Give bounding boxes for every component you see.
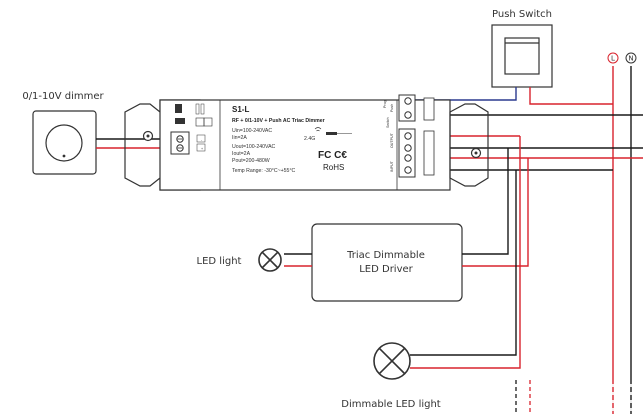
push-switch: Push Switch bbox=[491, 9, 553, 88]
bus-wires bbox=[612, 66, 632, 414]
rf-label: 2.4G bbox=[304, 136, 315, 142]
spec-uin: Uin=100-240VAC bbox=[232, 128, 272, 134]
spec-pout: Pout=200-480W bbox=[232, 158, 270, 164]
prog-label: Prog. bbox=[383, 99, 387, 108]
spec-temp: Temp Range: -30°C~+55°C bbox=[232, 168, 296, 174]
driver-label-line2: LED Driver bbox=[359, 264, 413, 275]
driver-wires bbox=[284, 148, 529, 267]
dimmable-led-wires bbox=[410, 136, 521, 369]
rohs-mark: RoHS bbox=[323, 163, 344, 172]
driver-label-line1: Triac Dimmable bbox=[346, 250, 425, 261]
spec-uout: Uout=100-240VAC bbox=[232, 144, 276, 150]
switch-label: Switch bbox=[386, 117, 390, 128]
neutral-marker: N bbox=[625, 52, 637, 64]
dimmer-0-10v: 0/1-10V dimmer bbox=[22, 91, 105, 175]
terminal-in-minus: - bbox=[201, 138, 203, 142]
triac-led-driver: Triac Dimmable LED Driver bbox=[311, 223, 463, 302]
led-light: LED light bbox=[197, 248, 282, 272]
terminal-in-plus: + bbox=[201, 147, 203, 151]
spec-iin: Iin=2A bbox=[232, 135, 247, 141]
live-marker: L bbox=[607, 52, 619, 64]
neutral-label: N bbox=[628, 55, 633, 63]
wifi-icon bbox=[314, 127, 322, 132]
dimmable-led-label: Dimmable LED light bbox=[341, 399, 441, 410]
spec-iout: Iout=2A bbox=[232, 151, 251, 157]
push-terminal-label: Push bbox=[390, 104, 394, 112]
dashed-continuations bbox=[515, 380, 632, 414]
dimmable-led-light: Dimmable LED light bbox=[341, 342, 441, 410]
output-label: OUTPUT bbox=[390, 132, 394, 148]
led-light-label: LED light bbox=[197, 256, 242, 267]
live-label: L bbox=[611, 55, 615, 63]
controller-model: S1-L bbox=[232, 105, 249, 114]
fcc-ce-mark: FC C€ bbox=[318, 150, 347, 161]
input-label: INPUT bbox=[390, 160, 394, 172]
dimmer-label: 0/1-10V dimmer bbox=[22, 91, 104, 102]
controller-description: RF + 0/1-10V + Push AC Triac Dimmer bbox=[232, 118, 325, 124]
push-switch-label: Push Switch bbox=[492, 9, 552, 20]
controller-s1-l: - + S1-L RF + 0/1-10V + Push AC Triac Di… bbox=[124, 94, 489, 191]
antenna-icon bbox=[326, 132, 337, 135]
